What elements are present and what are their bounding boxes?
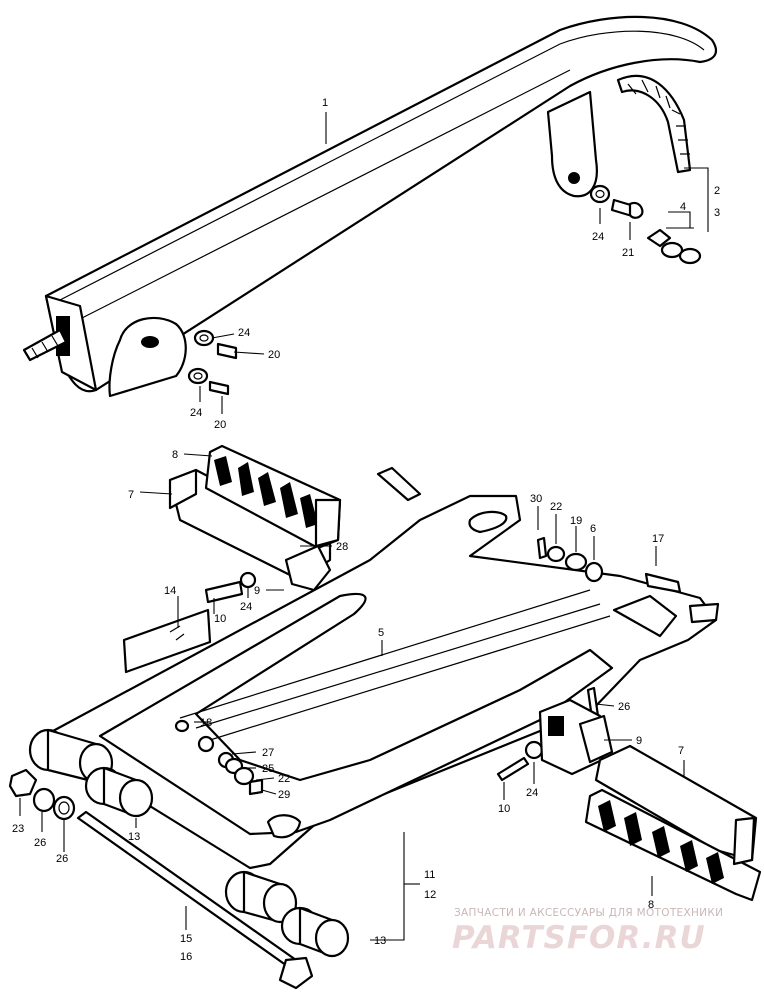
decal xyxy=(122,608,212,674)
pivot-bolt xyxy=(76,810,314,990)
chain-master-link xyxy=(646,228,702,265)
callout-20: 20 xyxy=(214,419,226,431)
callout-2: 2 xyxy=(714,185,720,197)
callout-25: 25 xyxy=(262,763,274,775)
callout-26: 26 xyxy=(56,853,68,865)
callout-26: 26 xyxy=(34,837,46,849)
callout-11: 11 xyxy=(424,869,435,881)
callout-23: 23 xyxy=(12,823,24,835)
callout-10: 10 xyxy=(214,613,226,625)
callout-21: 21 xyxy=(622,247,634,259)
leader-lines xyxy=(19,112,709,941)
callout-28: 28 xyxy=(336,541,348,553)
callout-26: 26 xyxy=(618,701,630,713)
callout-5: 5 xyxy=(378,627,384,639)
callout-24: 24 xyxy=(592,231,604,243)
callout-20: 20 xyxy=(268,349,280,361)
left-footpeg xyxy=(168,444,342,592)
callout-8: 8 xyxy=(172,449,178,461)
callout-22: 22 xyxy=(550,501,562,513)
top-fasteners xyxy=(187,184,644,396)
callout-24: 24 xyxy=(190,407,202,419)
callout-7: 7 xyxy=(678,745,684,757)
swing-arm xyxy=(38,466,720,870)
callout-12: 12 xyxy=(424,889,436,901)
watermark: ЗАПЧАСТИ И АКСЕССУАРЫ ДЛЯ МОТОТЕХНИКИ PA… xyxy=(452,907,723,956)
callout-numbers: 1 2 3 4 24 21 24 20 24 20 8 7 28 9 14 10… xyxy=(12,97,720,963)
callout-17: 17 xyxy=(652,533,664,545)
right-footpeg xyxy=(538,698,762,902)
callout-15: 15 xyxy=(180,933,192,945)
callout-3: 3 xyxy=(714,207,720,219)
callout-13: 13 xyxy=(128,831,140,843)
watermark-tagline: ЗАПЧАСТИ И АКСЕССУАРЫ ДЛЯ МОТОТЕХНИКИ xyxy=(454,907,723,919)
callout-24: 24 xyxy=(526,787,538,799)
pivot-nut-washers xyxy=(8,768,76,821)
callout-6: 6 xyxy=(590,523,596,535)
callout-16: 16 xyxy=(180,951,192,963)
callout-8: 8 xyxy=(648,899,654,911)
callout-27: 27 xyxy=(262,747,274,759)
callout-7: 7 xyxy=(128,489,134,501)
callout-9: 9 xyxy=(254,585,260,597)
callout-14: 14 xyxy=(164,585,176,597)
pivot-bushes xyxy=(28,728,350,958)
callout-1: 1 xyxy=(322,97,328,109)
callout-24: 24 xyxy=(238,327,250,339)
callout-9: 9 xyxy=(636,735,642,747)
drive-chain xyxy=(22,74,692,362)
callout-24: 24 xyxy=(240,601,252,613)
callout-22: 22 xyxy=(278,773,290,785)
callout-29: 29 xyxy=(278,789,290,801)
callout-10: 10 xyxy=(498,803,510,815)
callout-30: 30 xyxy=(530,493,542,505)
chain-case xyxy=(44,15,718,398)
callout-13: 13 xyxy=(374,935,386,947)
callout-19: 19 xyxy=(570,515,582,527)
callout-18: 18 xyxy=(200,717,212,729)
watermark-logo: PARTSFOR.RU xyxy=(452,920,706,956)
callout-4: 4 xyxy=(680,201,686,213)
